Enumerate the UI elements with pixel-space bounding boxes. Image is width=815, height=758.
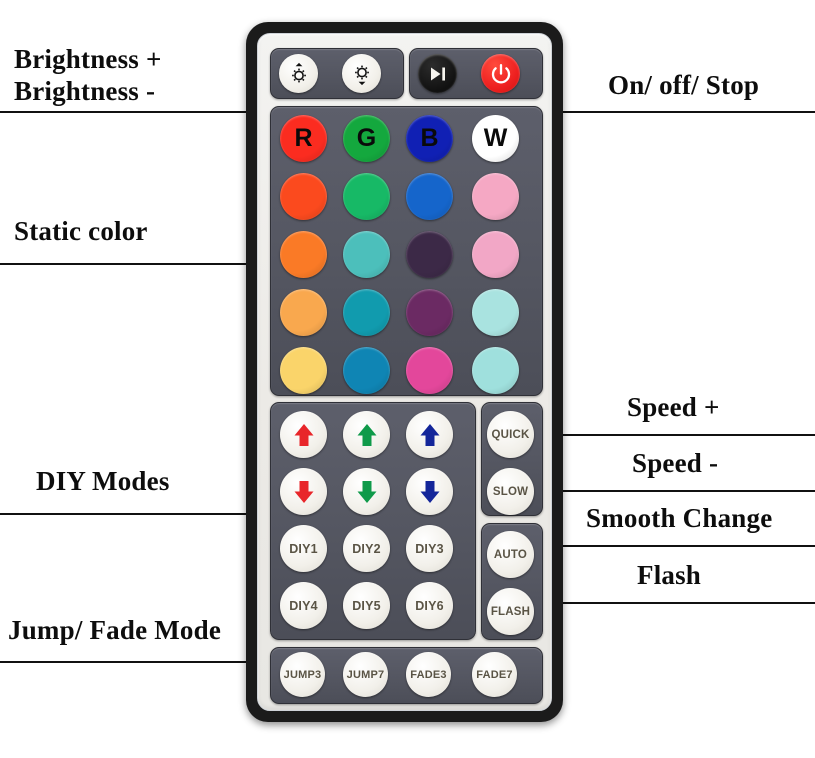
diy-key-label: DIY6 [415,598,444,613]
diy-key-diy2[interactable]: DIY2 [343,525,390,572]
color-key-r4c1[interactable] [280,289,327,336]
diy-key-label: DIY1 [289,541,318,556]
label-brightness: Brightness + Brightness - [14,44,162,108]
bottom-key-jump3[interactable]: JUMP3 [280,652,325,697]
arrow-key-up-2[interactable] [343,411,390,458]
label-on-off-stop: On/ off/ Stop [608,70,760,100]
brightness-panel [270,48,404,99]
play-pause-icon [428,65,448,83]
side-key-slow[interactable]: SLOW [487,468,534,515]
arrow-key-down-2[interactable] [343,468,390,515]
color-key-label: W [483,124,508,152]
bottom-key-fade7[interactable]: FADE7 [472,652,517,697]
color-key-label: R [294,124,313,152]
color-key-r2c3[interactable] [406,173,453,220]
color-key-r4c4[interactable] [472,289,519,336]
color-key-r2c4[interactable] [472,173,519,220]
color-key-g[interactable]: G [343,115,390,162]
color-key-label: G [356,124,377,152]
label-flash: Flash [637,560,702,590]
sun-up-icon [286,61,312,87]
leader-line-flash [531,602,815,604]
leader-line-speed-minus [531,490,815,492]
diy-key-label: DIY4 [289,598,318,613]
color-key-r5c4[interactable] [472,347,519,394]
color-key-r2c2[interactable] [343,173,390,220]
leader-line-speed-plus [531,434,815,436]
bottom-key-jump7[interactable]: JUMP7 [343,652,388,697]
color-key-r4c3[interactable] [406,289,453,336]
diy-key-diy4[interactable]: DIY4 [280,582,327,629]
diy-key-diy1[interactable]: DIY1 [280,525,327,572]
color-key-w[interactable]: W [472,115,519,162]
side-key-flash[interactable]: FLASH [487,588,534,635]
color-key-r4c2[interactable] [343,289,390,336]
leader-line-static-color [0,263,277,265]
bottom-key-label: JUMP3 [283,668,322,681]
label-jump-fade-mode: Jump/ Fade Mode [8,615,222,645]
leader-line-jump-fade [0,661,277,663]
arrow-down-icon [354,478,380,506]
arrow-up-icon [354,421,380,449]
label-brightness-up: Brightness + [14,44,162,74]
color-key-label: B [420,124,439,152]
color-key-r5c2[interactable] [343,347,390,394]
label-speed-plus: Speed + [627,392,720,422]
leader-line-diy-modes [0,513,277,515]
bottom-key-label: FADE3 [410,668,447,681]
arrow-down-icon [417,478,443,506]
power-button[interactable] [481,54,520,93]
diy-key-diy5[interactable]: DIY5 [343,582,390,629]
color-key-r3c4[interactable] [472,231,519,278]
side-key-label: FLASH [490,605,531,618]
arrow-key-up-1[interactable] [280,411,327,458]
bottom-key-label: JUMP7 [346,668,385,681]
color-key-r3c3[interactable] [406,231,453,278]
brightness-up-button[interactable] [279,54,318,93]
color-key-r[interactable]: R [280,115,327,162]
arrow-key-down-1[interactable] [280,468,327,515]
label-diy-modes: DIY Modes [36,466,170,496]
bottom-key-label: FADE7 [476,668,513,681]
label-static-color: Static color [14,216,148,246]
sun-down-icon [349,61,375,87]
power-icon [490,63,512,85]
color-key-r2c1[interactable] [280,173,327,220]
color-key-r5c3[interactable] [406,347,453,394]
color-key-r3c2[interactable] [343,231,390,278]
play-pause-button[interactable] [418,54,457,93]
arrow-up-icon [291,421,317,449]
color-key-b[interactable]: B [406,115,453,162]
side-key-label: AUTO [493,548,528,561]
arrow-key-down-3[interactable] [406,468,453,515]
brightness-down-button[interactable] [342,54,381,93]
arrow-down-icon [291,478,317,506]
color-key-r3c1[interactable] [280,231,327,278]
arrow-key-up-3[interactable] [406,411,453,458]
bottom-key-fade3[interactable]: FADE3 [406,652,451,697]
label-smooth-change: Smooth Change [586,503,773,533]
diy-key-diy3[interactable]: DIY3 [406,525,453,572]
side-key-quick[interactable]: QUICK [487,411,534,458]
diy-key-label: DIY2 [352,541,381,556]
arrow-up-icon [417,421,443,449]
label-speed-minus: Speed - [632,448,719,478]
power-panel [409,48,543,99]
side-key-auto[interactable]: AUTO [487,531,534,578]
diy-key-diy6[interactable]: DIY6 [406,582,453,629]
side-key-label: SLOW [492,485,529,498]
color-key-r5c1[interactable] [280,347,327,394]
leader-line-smooth-change [531,545,815,547]
diy-key-label: DIY5 [352,598,381,613]
diy-key-label: DIY3 [415,541,444,556]
label-brightness-down: Brightness - [14,75,156,106]
side-key-label: QUICK [491,428,530,441]
